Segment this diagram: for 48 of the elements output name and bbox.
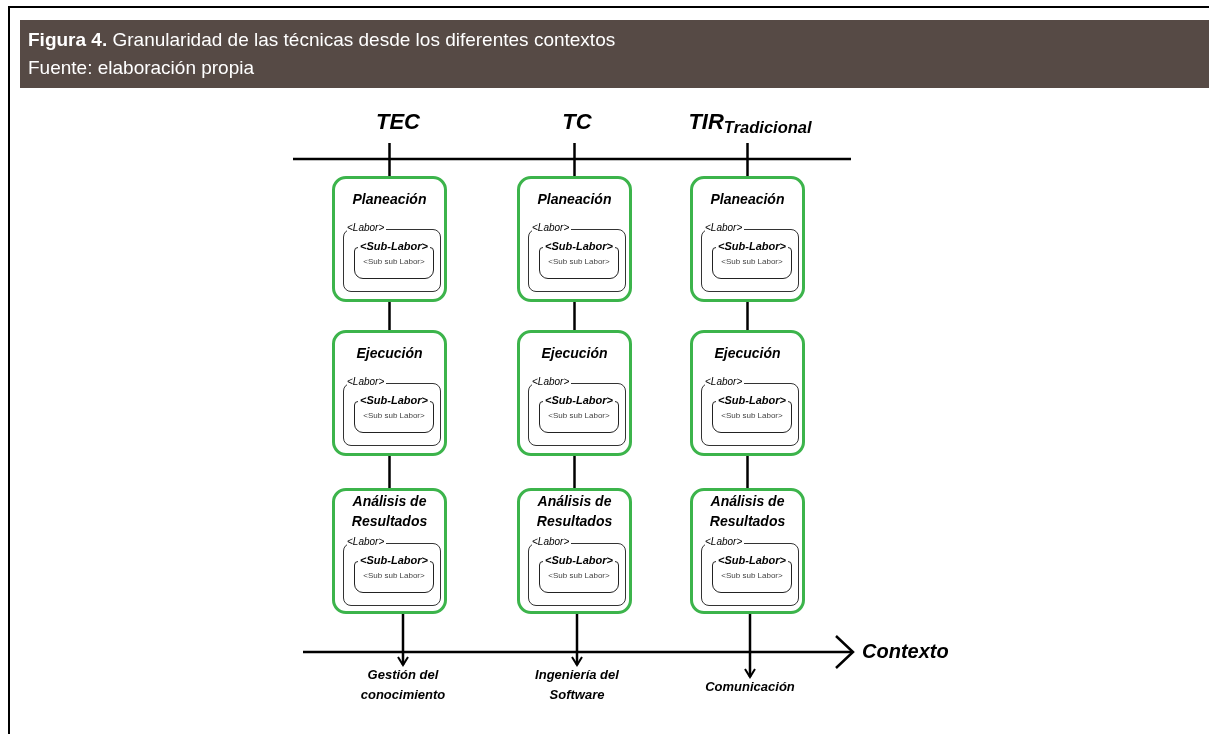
axis-label: Contexto <box>862 639 949 663</box>
arrow <box>744 614 756 678</box>
sub-sub-labor-text: <Sub sub Labor> <box>363 257 425 267</box>
sub-sub-labor-text: <Sub sub Labor> <box>721 411 783 421</box>
connector-line <box>573 143 576 176</box>
connector-line <box>388 143 391 176</box>
figure-source: Fuente: elaboración propia <box>28 56 256 80</box>
context-label: Comunicación <box>705 678 795 696</box>
stage-box <box>332 488 447 614</box>
stage-box <box>332 176 447 302</box>
stage-title: Análisis de Resultados <box>350 492 429 531</box>
arrow <box>571 614 583 666</box>
stage-box <box>517 176 632 302</box>
column-heading: TIR$_{Tradicional}$ <box>688 108 812 139</box>
connector-line <box>746 302 749 330</box>
sub-sub-labor-text: <Sub sub Labor> <box>548 571 610 581</box>
column-heading: TEC <box>376 108 420 136</box>
sub-sub-labor-text: <Sub sub Labor> <box>363 411 425 421</box>
connector-line <box>388 302 391 330</box>
stage-title: Análisis de Resultados <box>535 492 614 531</box>
sub-sub-labor-text: <Sub sub Labor> <box>721 257 783 267</box>
stage-box <box>332 330 447 456</box>
stage-box <box>517 330 632 456</box>
figure-title: Figura 4. Granularidad de las técnicas desde los diferentes contextos <box>28 28 617 52</box>
connector-line <box>573 302 576 330</box>
sub-sub-labor-text: <Sub sub Labor> <box>721 571 783 581</box>
sub-sub-labor-text: <Sub sub Labor> <box>363 571 425 581</box>
stage-title: Planeación <box>709 190 786 209</box>
stage-box <box>690 176 805 302</box>
context-label: Gestión del conocimiento <box>359 666 447 704</box>
connector-line <box>746 143 749 176</box>
stage-title: Planeación <box>351 190 428 209</box>
connector-line <box>746 456 749 488</box>
stage-box <box>690 330 805 456</box>
stage-title: Análisis de Resultados <box>708 492 787 531</box>
sub-sub-labor-text: <Sub sub Labor> <box>548 257 610 267</box>
connector-line <box>573 456 576 488</box>
stage-box <box>690 488 805 614</box>
stage-title: Ejecución <box>713 344 782 363</box>
stage-title: Ejecución <box>355 344 424 363</box>
stage-title: Planeación <box>536 190 613 209</box>
context-label: Ingeniería del Software <box>534 666 620 704</box>
stage-box <box>517 488 632 614</box>
connector-line <box>388 456 391 488</box>
sub-sub-labor-text: <Sub sub Labor> <box>548 411 610 421</box>
stage-title: Ejecución <box>540 344 609 363</box>
column-heading: TC <box>562 108 592 136</box>
arrow <box>397 614 409 666</box>
